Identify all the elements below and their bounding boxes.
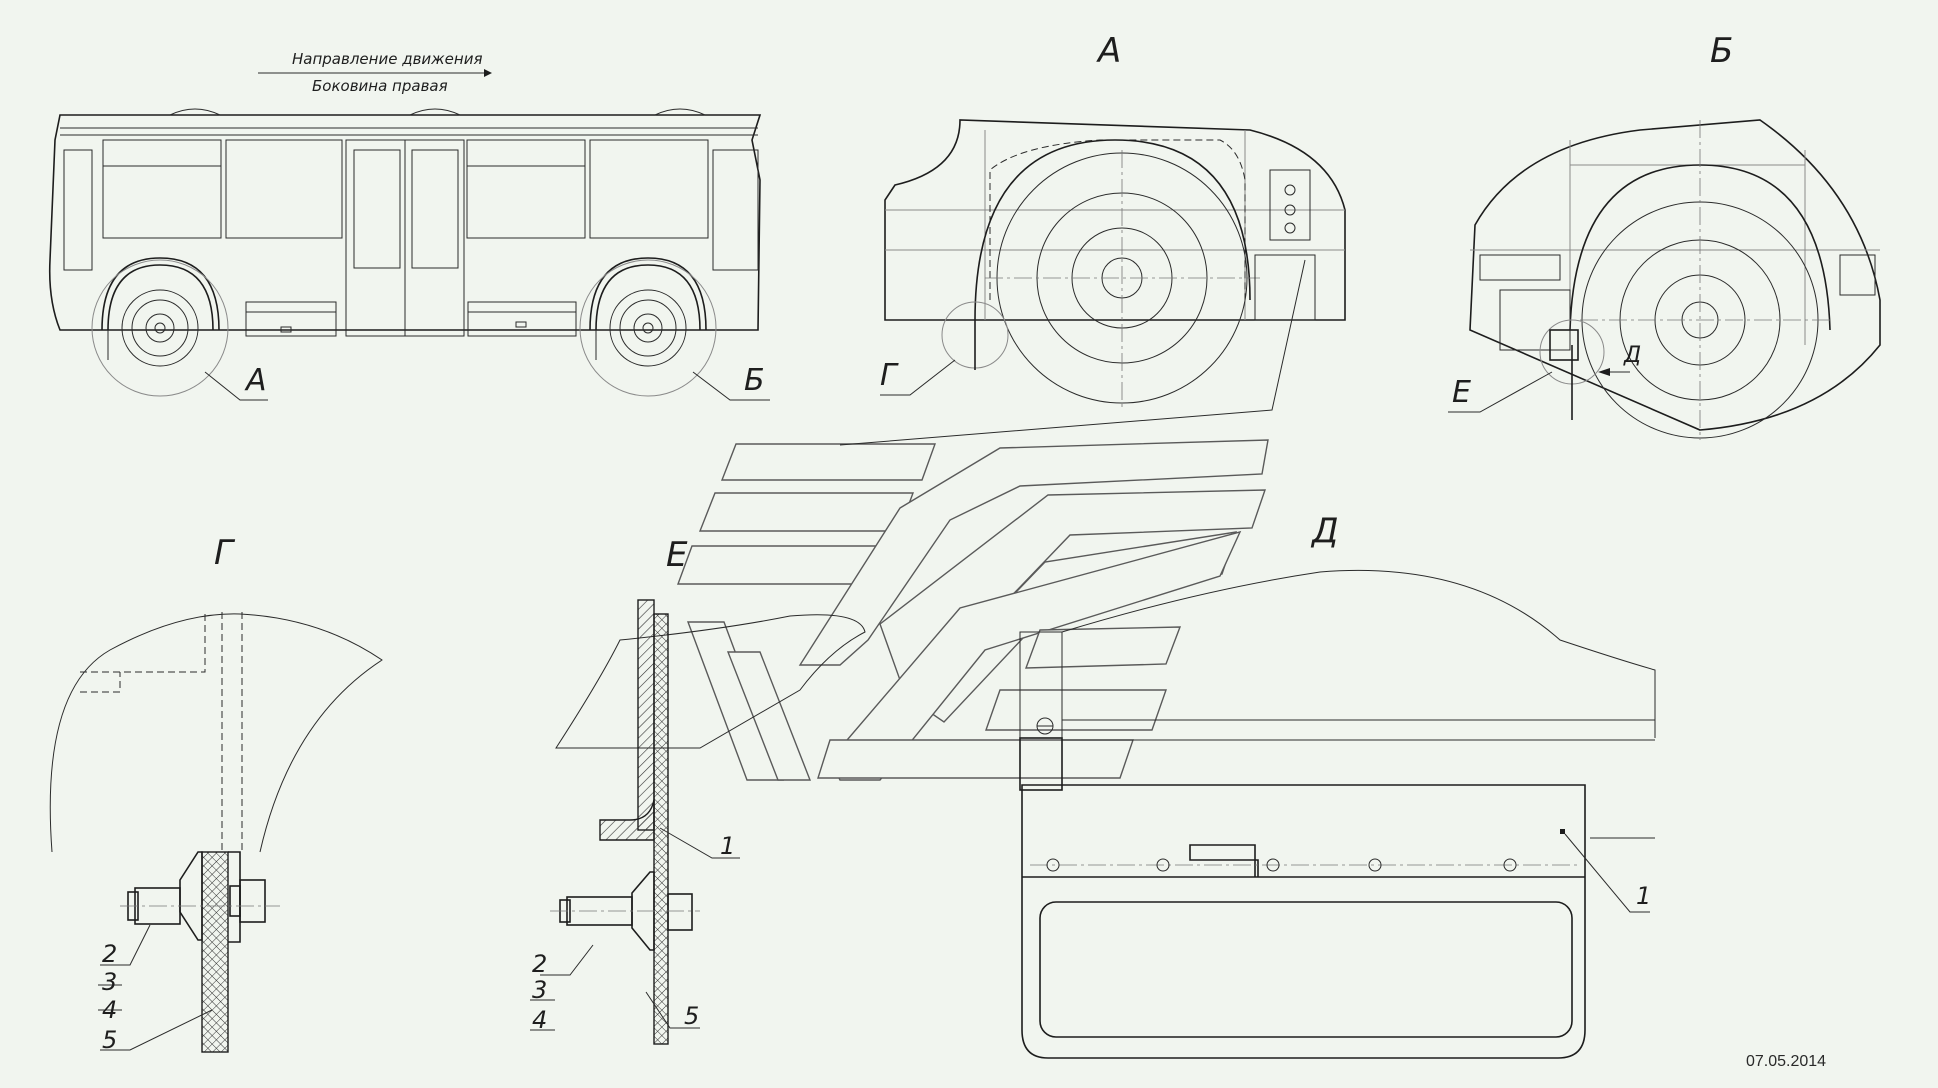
direction-header: Направление движения Боковина правая: [258, 50, 492, 95]
d-item-1: 1: [1636, 882, 1651, 910]
detail-g-title: Г: [214, 533, 236, 573]
e-item-5: 5: [684, 1002, 699, 1030]
callout-g-label: Г: [880, 358, 899, 393]
g-item-4: 4: [102, 996, 117, 1024]
e-item-3: 3: [532, 976, 547, 1004]
g-item-5: 5: [102, 1026, 117, 1054]
detail-e: Е 1 2 3 4 5: [530, 535, 866, 1045]
callout-a-label: А: [244, 363, 267, 398]
side-label: Боковина правая: [312, 77, 448, 95]
callout-d-label: Д: [1623, 343, 1641, 368]
view-a-title: А: [1096, 31, 1121, 71]
g-item-3: 3: [102, 968, 117, 996]
e-item-4: 4: [532, 1006, 547, 1034]
detail-g: Г 2 3 4 5: [49, 533, 383, 1054]
g-item-2: 2: [102, 940, 117, 968]
callout-b-label: Б: [744, 363, 765, 398]
date-label: 07.05.2014: [1746, 1053, 1826, 1070]
detail-e-title: Е: [666, 535, 688, 575]
view-b-title: Б: [1710, 31, 1733, 71]
view-a: А Г: [839, 31, 1346, 446]
e-item-2: 2: [532, 950, 547, 978]
direction-label: Направление движения: [292, 50, 482, 68]
e-item-1: 1: [720, 832, 735, 860]
watermark-logo: [676, 439, 1269, 781]
view-b: Б Е Д: [1448, 31, 1881, 440]
detail-d: Д 1: [1019, 511, 1656, 1059]
bus-side-view: А Б: [48, 108, 770, 401]
detail-d-title: Д: [1310, 511, 1339, 551]
callout-e-label: Е: [1452, 375, 1471, 410]
